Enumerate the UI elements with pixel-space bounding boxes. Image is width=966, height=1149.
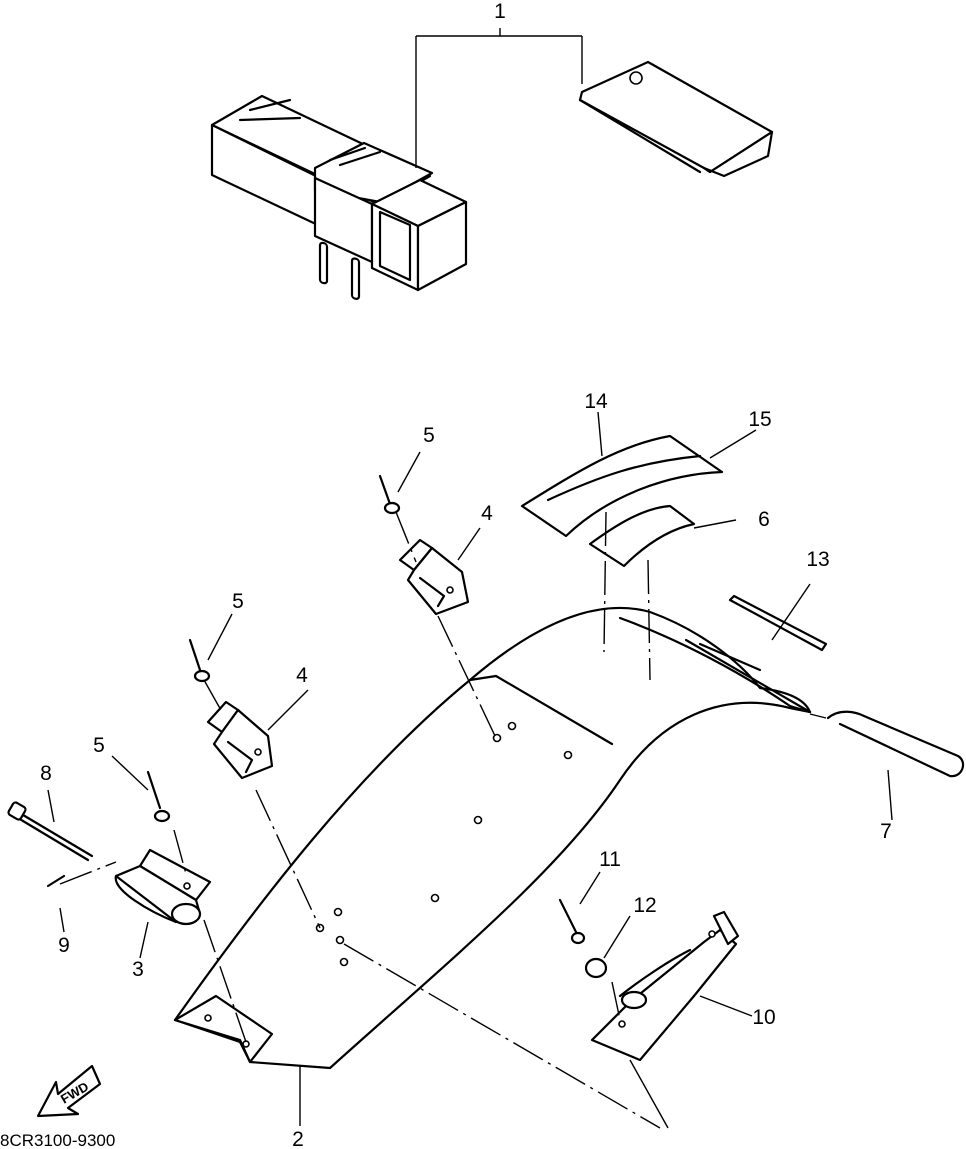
hinge-bracket: [114, 848, 212, 926]
callout-5-middle: 5: [232, 590, 244, 613]
callout-6: 6: [758, 508, 770, 531]
callout-4-lower: 4: [296, 664, 308, 687]
fwd-arrow-icon: FWD: [36, 1064, 102, 1118]
callout-8: 8: [40, 762, 52, 785]
screw-lower: [146, 770, 171, 823]
assembly-lines: [59, 511, 827, 1129]
rear-bracket: [590, 910, 740, 1062]
callout-15: 15: [748, 408, 771, 431]
hook-wire: [826, 710, 965, 778]
cotter-pin: [46, 874, 66, 888]
seal-sheet: [520, 434, 724, 538]
band: [728, 594, 828, 652]
leader-lines: [47, 28, 893, 1126]
callout-12: 12: [633, 894, 656, 917]
bolt: [7, 801, 94, 862]
rear-fender: [173, 606, 812, 1070]
callout-4-upper: 4: [481, 502, 493, 525]
callout-5-lower: 5: [93, 734, 105, 757]
tool-kit-pouch: [578, 60, 774, 178]
callout-14: 14: [584, 390, 608, 413]
callout-13: 13: [806, 548, 829, 571]
clip-upper: [398, 538, 470, 616]
callout-1: 1: [494, 0, 506, 23]
callout-10: 10: [752, 1006, 775, 1029]
screw-upper: [378, 474, 401, 515]
callout-11: 11: [599, 848, 621, 871]
tool-kit-case: [210, 94, 468, 300]
screw-rear: [558, 898, 586, 945]
callout-2: 2: [292, 1128, 304, 1149]
damper-sheet: [588, 504, 696, 568]
callout-5-upper: 5: [423, 424, 435, 447]
clip-lower: [206, 700, 274, 780]
screw-middle: [188, 638, 211, 683]
drawing-code: 8CR3100-9300: [0, 1131, 115, 1149]
washer: [584, 957, 608, 979]
callout-9: 9: [58, 934, 70, 957]
callout-3: 3: [132, 958, 144, 981]
callout-7: 7: [880, 820, 892, 843]
